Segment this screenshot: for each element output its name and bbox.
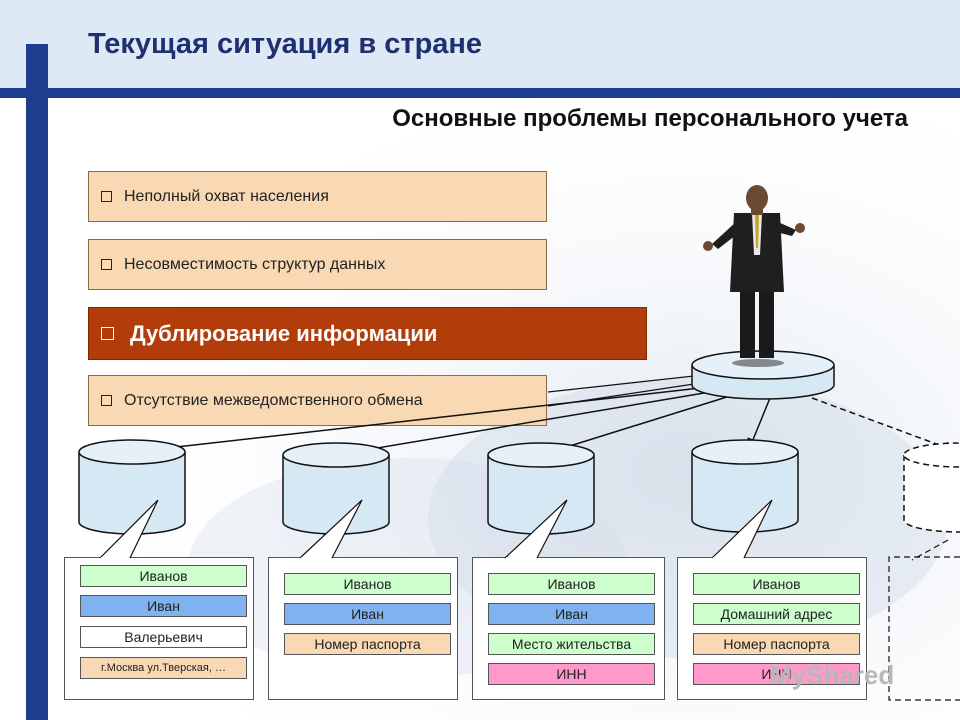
watermark-text: MyShared — [770, 660, 895, 690]
checkbox-bullet-icon — [101, 191, 112, 202]
database-2-icon — [282, 442, 390, 535]
record-field: Место жительства — [488, 633, 655, 655]
arrow-to-db-5 — [811, 397, 960, 453]
record-field: ИНН — [488, 663, 655, 685]
record-card-1: Иванов Иван Валерьевич г.Москва ул.Тверс… — [64, 557, 254, 700]
record-field: Иванов — [693, 573, 860, 595]
accent-bar — [26, 44, 48, 720]
record-card-4: Иванов Домашний адрес Номер паспорта ИНН — [677, 557, 867, 700]
record-field: г.Москва ул.Тверская, … — [80, 657, 247, 679]
record-field: ИНН — [693, 663, 860, 685]
problem-label: Несовместимость структур данных — [124, 255, 386, 273]
record-field: Иван — [488, 603, 655, 625]
problem-item: Отсутствие межведомственного обмена — [88, 375, 547, 426]
header-band — [0, 0, 960, 88]
problem-item: Несовместимость структур данных — [88, 239, 547, 290]
connector-line — [547, 375, 695, 393]
record-field: Номер паспорта — [693, 633, 860, 655]
problem-item-highlighted: Дублирование информации — [88, 307, 647, 360]
checkbox-bullet-icon — [101, 327, 114, 340]
problem-label: Дублирование информации — [130, 320, 438, 346]
arrow-to-db-2 — [334, 391, 711, 459]
record-field: Домашний адрес — [693, 603, 860, 625]
problem-item: Неполный охват населения — [88, 171, 547, 222]
record-field: Иван — [284, 603, 451, 625]
record-card-3: Иванов Иван Место жительства ИНН — [472, 557, 665, 700]
checkbox-bullet-icon — [101, 395, 112, 406]
database-3-icon — [487, 442, 595, 535]
problem-label: Отсутствие межведомственного обмена — [124, 391, 423, 409]
dashed-record-card — [888, 556, 960, 701]
central-database-icon — [691, 350, 835, 400]
arrow-to-db-1 — [130, 387, 701, 457]
database-5-dashed-icon — [903, 442, 960, 533]
checkbox-bullet-icon — [101, 259, 112, 270]
record-field: Иванов — [488, 573, 655, 595]
record-field: Иван — [80, 595, 247, 617]
connector-line — [547, 383, 695, 407]
database-4-icon — [691, 439, 799, 533]
database-1-icon — [78, 439, 186, 535]
record-field: Валерьевич — [80, 626, 247, 648]
slide-title: Текущая ситуация в стране — [88, 28, 483, 60]
record-field: Иванов — [284, 573, 451, 595]
businessman-figure-icon — [703, 185, 805, 367]
record-card-2: Иванов Иван Номер паспорта — [268, 557, 458, 700]
slide-subtitle: Основные проблемы персонального учета — [392, 105, 908, 132]
record-field: Номер паспорта — [284, 633, 451, 655]
watermark-logo: MyShared — [770, 660, 894, 691]
record-field: Иванов — [80, 565, 247, 587]
header-rule — [0, 88, 960, 98]
problem-label: Неполный охват населения — [124, 187, 329, 205]
